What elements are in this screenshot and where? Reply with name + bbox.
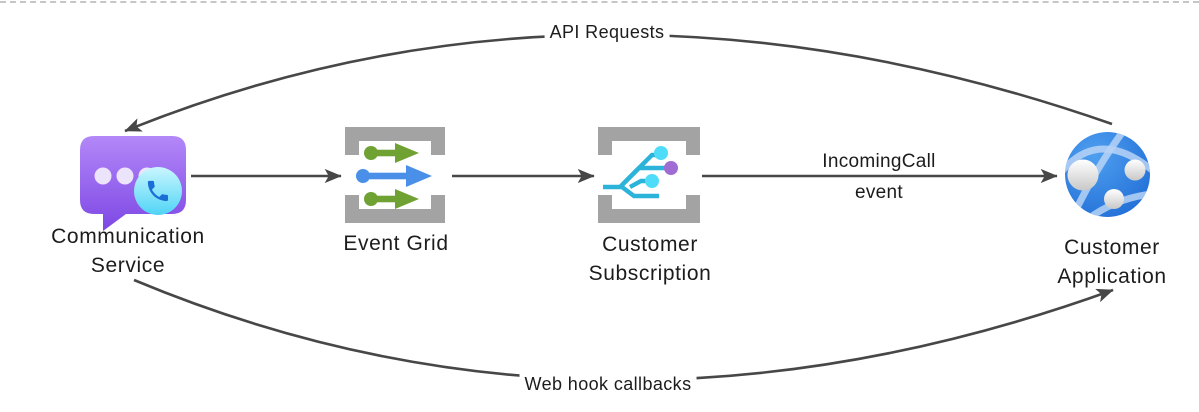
event-grid-label: Event Grid	[343, 232, 449, 255]
incoming-call-event-label-line1: IncomingCall	[822, 151, 936, 172]
customer-application-label: Customer Application	[1057, 233, 1166, 291]
customer-application-label-line1: Customer	[1064, 236, 1160, 259]
customer-subscription-label-line1: Customer	[602, 233, 698, 256]
subscription-branch-icon	[603, 146, 678, 199]
communication-service-icon	[80, 136, 186, 231]
customer-subscription-icon	[598, 127, 700, 223]
bracket-top-icon	[345, 127, 445, 155]
event-grid-icon	[345, 127, 445, 223]
bracket-top-icon	[598, 127, 700, 155]
customer-application-icon	[1065, 132, 1150, 217]
webhook-callbacks-arc	[133, 278, 1114, 382]
api-requests-label: API Requests	[544, 20, 670, 44]
customer-subscription-label-line2: Subscription	[588, 262, 712, 285]
customer-application-label-line2: Application	[1057, 265, 1167, 288]
bracket-bottom-icon	[598, 195, 700, 223]
green-arrow-bottom-icon	[364, 189, 419, 209]
top-border-dashed	[0, 1, 1199, 3]
incoming-call-event-label: IncomingCall event	[822, 146, 935, 208]
webhook-callbacks-label: Web hook callbacks	[519, 372, 697, 396]
customer-subscription-label: Customer Subscription	[589, 230, 712, 288]
phone-handset-icon	[147, 180, 169, 202]
api-requests-arc	[124, 33, 1113, 133]
communication-service-label: Communication Service	[51, 222, 205, 280]
phone-badge-circle	[134, 167, 182, 215]
globe-node-dots-icon	[1067, 159, 1146, 209]
green-arrow-top-icon	[364, 143, 419, 163]
communication-service-label-line2: Service	[90, 254, 166, 277]
communication-service-label-line1: Communication	[51, 225, 205, 248]
incoming-call-event-label-line2: event	[855, 182, 903, 203]
blue-arrow-middle-icon	[356, 165, 432, 187]
